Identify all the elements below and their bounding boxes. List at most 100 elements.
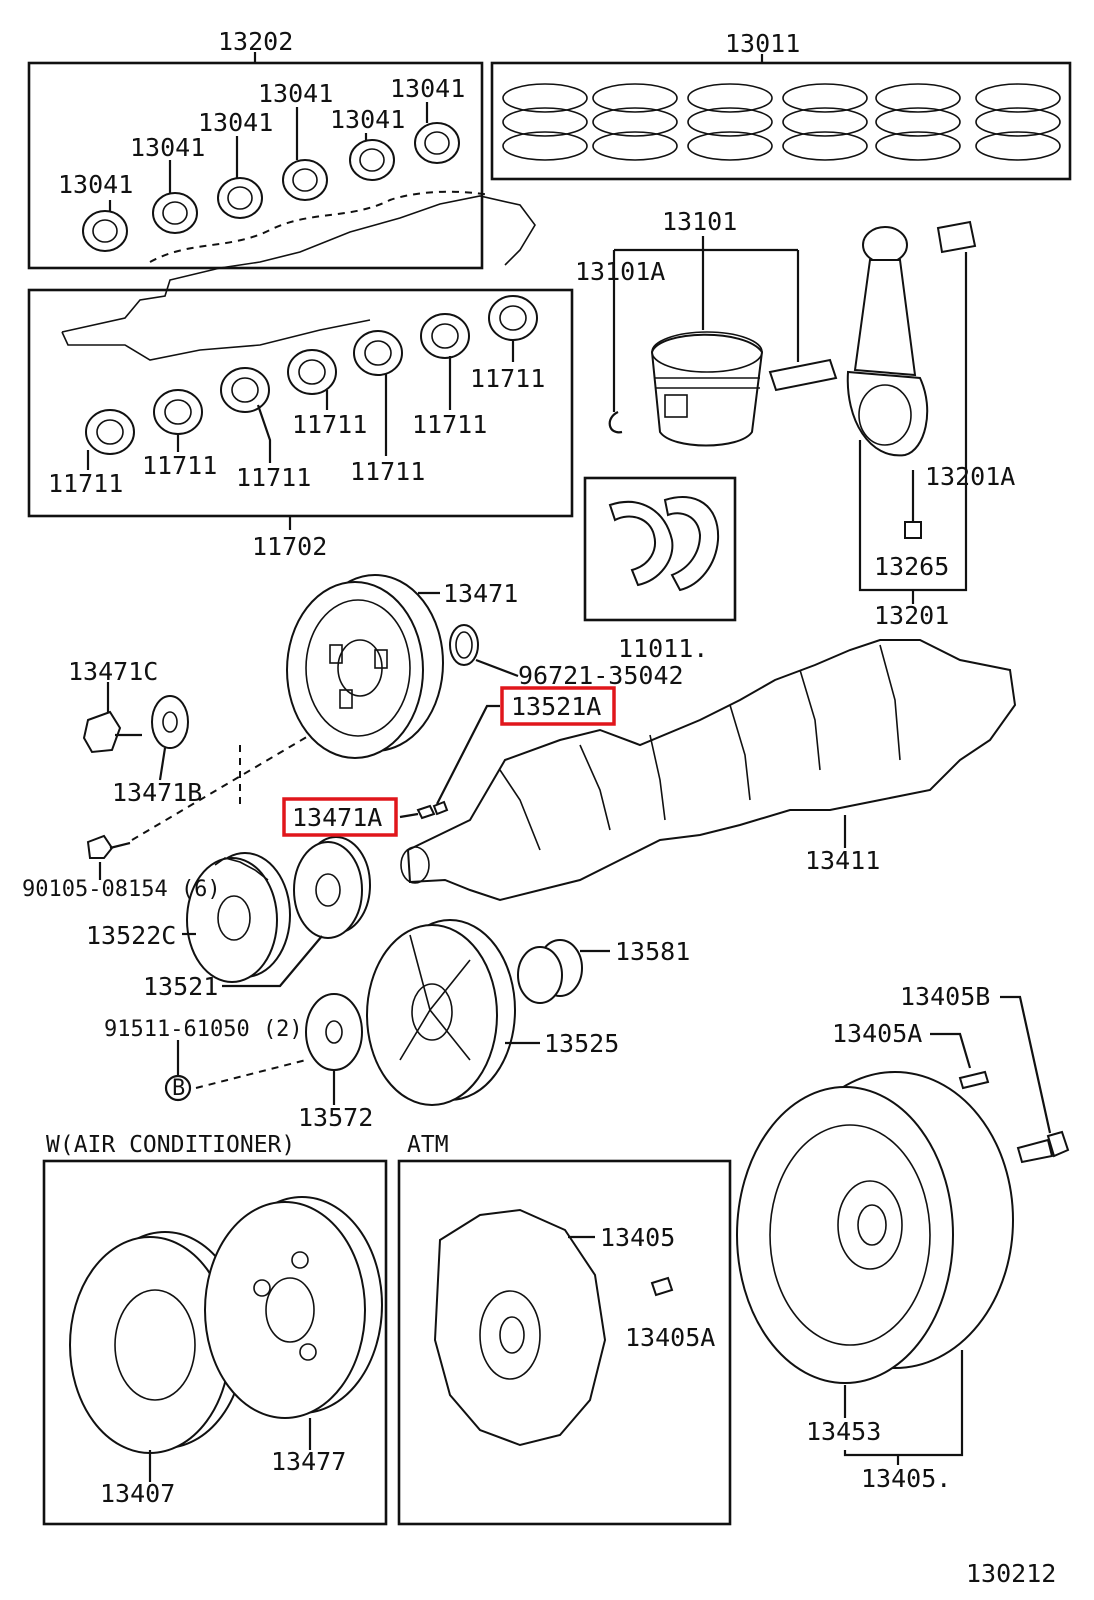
label-B: B	[172, 1076, 185, 1101]
figure-number: 130212	[966, 1559, 1056, 1588]
callout-13011: 13011	[725, 29, 800, 58]
piston	[650, 331, 764, 447]
callout-13405-b: 13405.	[861, 1464, 951, 1493]
callout-13265: 13265	[874, 552, 949, 581]
callout-13405: 13405	[600, 1223, 675, 1252]
bearing-shell-11711-1	[85, 409, 135, 470]
crankshaft-ghost	[61, 195, 536, 361]
pilot-bearing-13581	[517, 939, 610, 1004]
callout-13201A: 13201A	[925, 462, 1015, 491]
flywheel-assembly	[736, 995, 1070, 1465]
piston-pin	[768, 358, 838, 392]
bearing-shell-11711-5	[353, 330, 403, 456]
callout-13581: 13581	[615, 937, 690, 966]
callout-96721: 96721-35042	[518, 661, 684, 690]
flywheel-dowel-pin	[930, 1032, 990, 1090]
callout-11711-b: 11711	[292, 410, 367, 439]
small-end-bushing	[936, 220, 977, 254]
callout-13405B: 13405B	[900, 982, 990, 1011]
bearing-set-lower-box	[27, 288, 574, 518]
bearing-shell-13041-4	[282, 107, 328, 201]
ring-set-5	[875, 83, 961, 161]
ac-pulley-box	[42, 1159, 388, 1526]
atm-drive-plate-section	[397, 1159, 732, 1526]
bearing-set-upper	[27, 52, 491, 270]
rod-bolt	[904, 470, 922, 539]
piston-pin-clip	[608, 411, 623, 434]
crank-key-parts	[399, 704, 500, 820]
callout-90105: 90105-08154 (6)	[22, 877, 221, 902]
ring-set-2	[592, 83, 678, 161]
bearing-shell-11711-4	[287, 349, 337, 410]
pulley-washer	[151, 695, 189, 781]
sprocket-plate-13572	[195, 993, 363, 1105]
callout-13041-b: 13041	[390, 74, 465, 103]
thrust-washer-set	[583, 476, 737, 622]
drive-plate-pin-13405A	[650, 1276, 674, 1297]
callout-13405A-b: 13405A	[625, 1323, 715, 1352]
ref-circle-B	[164, 1040, 192, 1102]
highlight-13471A	[282, 797, 398, 837]
bearing-shell-11711-3	[220, 367, 272, 463]
callout-11711-a: 11711	[470, 364, 545, 393]
callout-13405A-a: 13405A	[832, 1019, 922, 1048]
callout-13572: 13572	[298, 1103, 373, 1132]
connecting-rod-assembly	[846, 220, 977, 604]
flywheel-bolt	[1000, 995, 1070, 1164]
pulley-bolt	[82, 682, 142, 754]
bearing-shell-13041-5	[349, 133, 395, 181]
callout-13041-d: 13041	[330, 105, 405, 134]
drive-plate-13405	[433, 1208, 607, 1447]
ring-set-4	[782, 83, 868, 161]
callout-11711-f: 11711	[236, 463, 311, 492]
crank-gear-13522C	[182, 852, 291, 983]
ac-pulley-section	[42, 1159, 388, 1526]
bearing-shell-13041-3	[217, 136, 263, 219]
ac-pulley-13477	[204, 1196, 383, 1450]
crankshaft-pulley	[286, 574, 444, 759]
highlight-13521A	[500, 686, 616, 726]
callout-13525: 13525	[544, 1029, 619, 1058]
callout-13101: 13101	[662, 207, 737, 236]
callout-13471A: 13471A	[292, 803, 382, 832]
callout-11711-e: 11711	[350, 457, 425, 486]
crankshaft	[400, 639, 1017, 902]
callout-11702: 11702	[252, 532, 327, 561]
bearing-set-lower	[27, 288, 574, 530]
crank-gear-13525	[366, 919, 540, 1106]
bearing-shell-13041-1	[82, 200, 128, 252]
ring-set-6	[975, 83, 1061, 161]
callout-13411: 13411	[805, 846, 880, 875]
bearing-shell-13041-6	[414, 102, 460, 164]
callout-11011: 11011.	[618, 634, 708, 663]
callout-13201: 13201	[874, 601, 949, 630]
atm-box	[397, 1159, 732, 1526]
small-bolt-90105	[86, 734, 311, 880]
callout-13521: 13521	[143, 972, 218, 1001]
callout-11711-c: 11711	[412, 410, 487, 439]
callout-13477: 13477	[271, 1447, 346, 1476]
bearing-shell-11711-2	[153, 389, 203, 452]
callout-13471B: 13471B	[112, 778, 202, 807]
callout-91511: 91511-61050 (2)	[104, 1017, 303, 1042]
piston-ring-set-box	[490, 61, 1072, 181]
ac-pulley-13407	[69, 1231, 246, 1482]
callout-13471: 13471	[443, 579, 518, 608]
callout-13407: 13407	[100, 1479, 175, 1508]
pulley-seal-ring	[449, 624, 519, 678]
piston-assembly	[608, 236, 838, 447]
callout-13041-c: 13041	[198, 108, 273, 137]
bearing-shell-11711-6	[420, 313, 470, 410]
callout-13471C: 13471C	[68, 657, 158, 686]
section-air-conditioner: W(AIR CONDITIONER)	[46, 1132, 295, 1158]
callout-13041-e: 13041	[130, 133, 205, 162]
callout-13521A: 13521A	[511, 692, 601, 721]
thrust-washer-box	[583, 476, 737, 622]
callout-13522C: 13522C	[86, 921, 176, 950]
callout-13041-a: 13041	[258, 79, 333, 108]
ring-set-1	[502, 83, 588, 161]
callout-13041-f: 13041	[58, 170, 133, 199]
ring-set-3	[687, 83, 773, 161]
callout-13202: 13202	[218, 27, 293, 56]
